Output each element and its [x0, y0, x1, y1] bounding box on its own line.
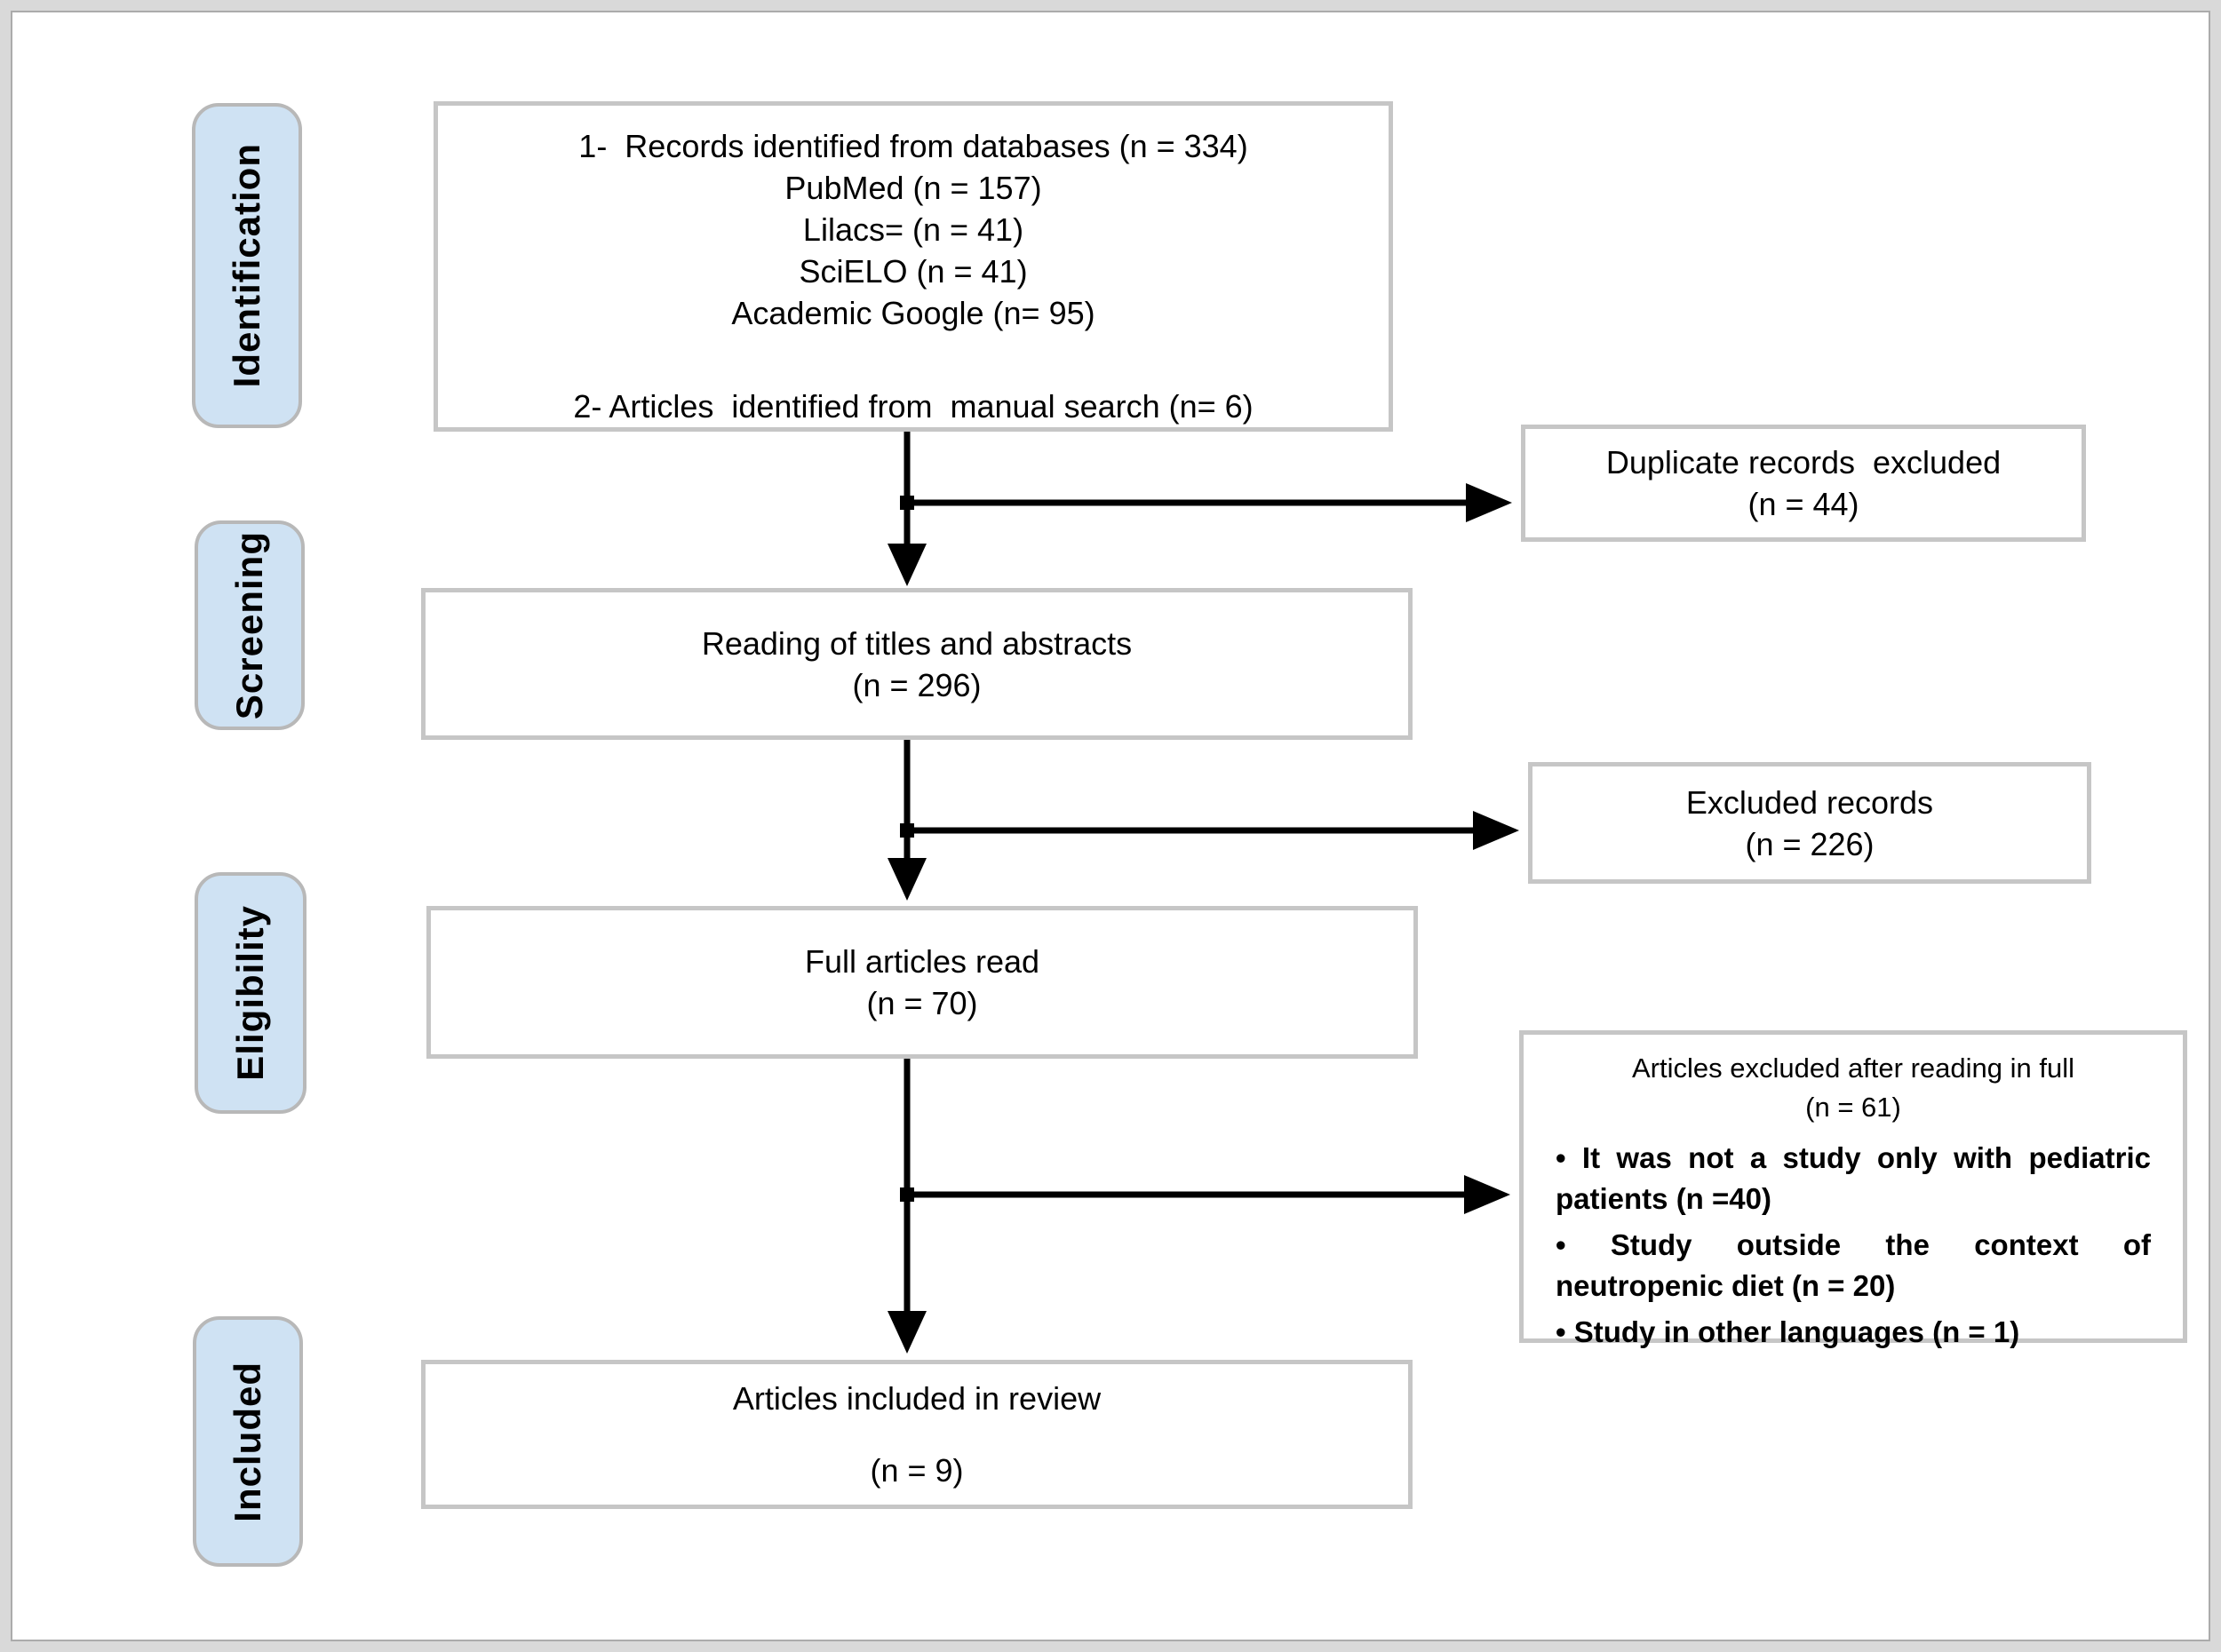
fulltext-bullet-context-line-1: • Study outside the context of [1556, 1228, 2151, 1261]
arrow-lines [904, 432, 1473, 1313]
included-count-text: (n = 9) [870, 1452, 964, 1489]
stage-label-included-text: Included [227, 1361, 268, 1522]
arrow-heads [888, 483, 1519, 1354]
stage-label-screening: Screening [195, 520, 305, 730]
reading-title-text: Reading of titles and abstracts [701, 624, 1133, 662]
box-articles-included-review: Articles included in review (n = 9) [421, 1360, 1413, 1509]
stage-label-identification: Identification [192, 103, 302, 428]
excluded-title-text: Excluded records [1685, 783, 1934, 821]
box-full-articles-read: Full articles read (n = 70) [426, 906, 1418, 1059]
stage-label-screening-text: Screening [228, 530, 270, 720]
fulltext-bullet-context-line-2: neutropenic diet (n = 20) [1556, 1269, 1896, 1302]
fulltext-excluded-count: (n = 61) [1805, 1092, 1901, 1123]
stage-label-included: Included [193, 1316, 303, 1567]
arrowhead-right-2 [1473, 811, 1519, 850]
included-title-text: Articles included in review [732, 1380, 1102, 1417]
fullread-count-text: (n = 70) [866, 985, 978, 1021]
fulltext-bullet-pediatric-line-2: patients (n =40) [1556, 1182, 1771, 1215]
box-records-identified: 1- Records identified from databases (n … [434, 101, 1393, 432]
fulltext-bullet-pediatric-line-1: • It was not a study only with pediatric [1556, 1141, 2151, 1174]
stage-label-eligibility: Eligibility [195, 872, 306, 1114]
stage-label-eligibility-text: Eligibility [229, 905, 271, 1081]
fulltext-bullet-pediatric: • It was not a study only with pediatric… [1556, 1138, 2151, 1219]
reading-count-text: (n = 296) [852, 666, 982, 703]
records-line-1: 1- Records identified from databases (n … [578, 128, 1248, 164]
arrowhead-down-1 [888, 544, 927, 586]
stage-label-identification-text: Identification [226, 143, 267, 388]
arrowhead-down-3 [888, 1311, 927, 1354]
duplicates-title-text: Duplicate records excluded [1605, 444, 2002, 481]
box-fulltext-excluded: Articles excluded after reading in full … [1519, 1030, 2187, 1348]
records-line-lilacs: Lilacs= (n = 41) [802, 211, 1024, 248]
arrowhead-right-3 [1464, 1175, 1510, 1214]
records-line-scielo: SciELO (n = 41) [799, 253, 1028, 290]
connector-junction-dot-3 [900, 1187, 914, 1202]
fulltext-bullet-languages-line-1: • Study in other languages (n = 1) [1556, 1315, 2020, 1348]
box-excluded-records: Excluded records (n = 226) [1528, 762, 2091, 884]
box-duplicate-records-excluded: Duplicate records excluded (n = 44) [1521, 425, 2086, 542]
fullread-title-text: Full articles read [804, 943, 1040, 980]
duplicates-count-text: (n = 44) [1747, 486, 1859, 522]
excluded-count-text: (n = 226) [1745, 825, 1875, 862]
records-line-google: Academic Google (n= 95) [731, 295, 1095, 331]
arrowhead-right-1 [1466, 483, 1512, 522]
fulltext-excluded-title: Articles excluded after reading in full [1632, 1052, 2074, 1084]
arrowhead-down-2 [888, 858, 927, 901]
fulltext-bullet-languages: • Study in other languages (n = 1) [1556, 1312, 2151, 1353]
connector-junction-dot-2 [900, 823, 914, 838]
records-line-pubmed: PubMed (n = 157) [784, 170, 1042, 206]
records-line-manual-search: 2- Articles identified from manual searc… [573, 388, 1254, 425]
fulltext-bullet-context: • Study outside the context of neutropen… [1556, 1225, 2151, 1307]
connector-junction-dot-1 [900, 496, 914, 510]
box-reading-titles-abstracts: Reading of titles and abstracts (n = 296… [421, 588, 1413, 740]
